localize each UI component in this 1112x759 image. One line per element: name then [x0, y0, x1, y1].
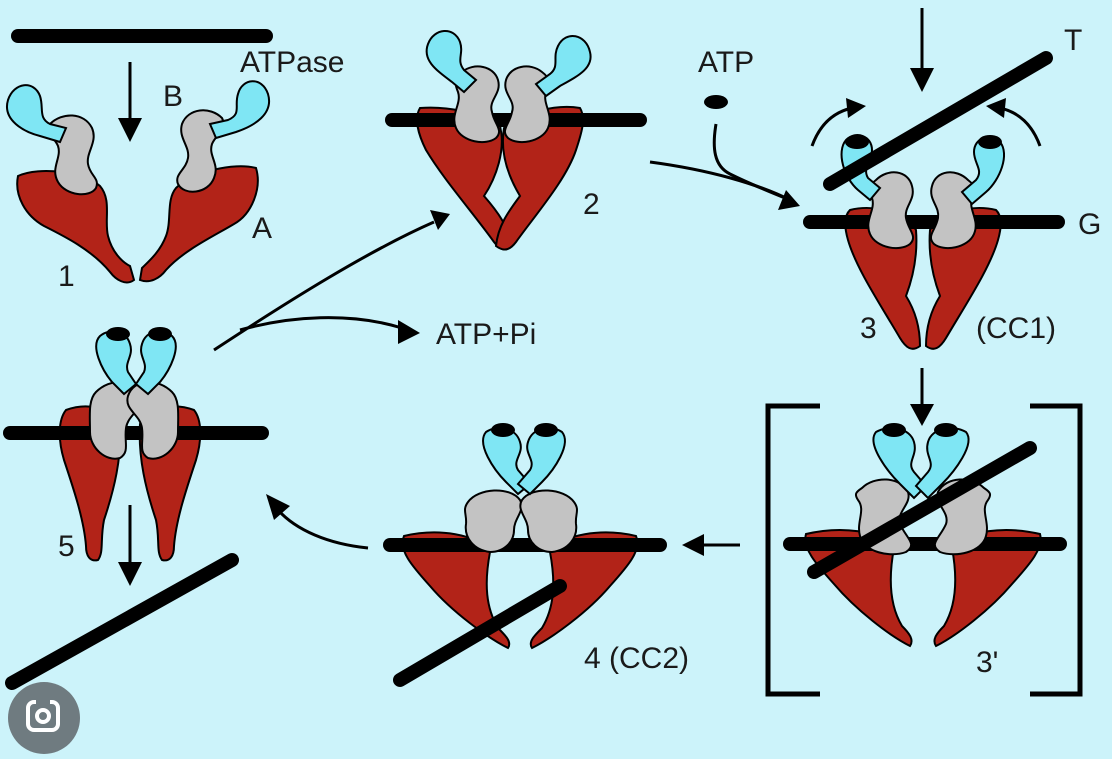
- atp-bound-right: [978, 135, 1002, 149]
- step-2-complex: 2: [385, 30, 647, 251]
- label-g-segment: G: [1078, 208, 1101, 241]
- label-t-segment: T: [1064, 24, 1082, 57]
- head-domain-right: [516, 426, 566, 496]
- arrow-down-1: [118, 118, 142, 142]
- head-domain-left: [6, 84, 68, 144]
- arrow-step5-to-step2: [213, 220, 435, 352]
- step-3-prime-complex: 3': [765, 403, 1083, 697]
- head-domain-right: [134, 330, 177, 396]
- arrow-down-5: [118, 562, 142, 586]
- label-step-3-prime: 3': [976, 646, 998, 679]
- rotation-arrow-right: [999, 106, 1042, 147]
- atp-bound-left: [491, 423, 515, 437]
- label-domain-a: A: [252, 212, 272, 245]
- step-5-complex: 5: [3, 327, 269, 690]
- atpase-domain-left: [16, 170, 136, 284]
- step-4-complex: 4 (CC2): [383, 423, 689, 687]
- atp-bound-right: [934, 423, 958, 437]
- dna-t-released: [5, 553, 239, 690]
- label-step-1: 1: [58, 260, 75, 293]
- label-atp: ATP: [698, 46, 754, 79]
- label-step-2: 2: [583, 188, 600, 221]
- dna-t-segment: [807, 441, 1037, 579]
- label-atpase: ATPase: [240, 46, 345, 79]
- bracket-right: [1030, 403, 1083, 697]
- dna-t-segment: [823, 51, 1053, 191]
- label-step-5: 5: [58, 530, 75, 563]
- arrow-step3p-to-step4: [682, 534, 704, 556]
- linker-domain-right: [929, 171, 977, 250]
- label-step-4-cc2: 4 (CC2): [584, 642, 689, 675]
- head-domain-right: [208, 80, 271, 140]
- label-step-3: 3: [860, 312, 877, 345]
- atpase-cycle-diagram: ATPase B A 1 2 ATP: [3, 8, 1101, 697]
- arrow-atp-pi-release: [239, 316, 403, 332]
- atp-bound-left: [106, 327, 130, 341]
- arrow-step3-to-step3p: [910, 404, 934, 426]
- head-domain-right: [534, 35, 592, 98]
- lens-search-button[interactable]: [8, 682, 80, 754]
- linker-domain-right: [519, 489, 579, 554]
- atpase-domain-right: [138, 165, 259, 283]
- arrow-down-3: [910, 68, 934, 92]
- atp-molecule-dot: [704, 95, 728, 109]
- label-domain-b: B: [163, 80, 183, 113]
- bracket-left: [765, 403, 820, 697]
- linker-domain-right: [126, 381, 180, 460]
- step-1-complex: ATPase B A 1: [6, 29, 345, 293]
- atp-bound-right: [148, 327, 172, 341]
- label-atp-pi: ATP+Pi: [436, 318, 536, 351]
- linker-domain-left: [463, 489, 523, 554]
- atp-molecule: ATP: [698, 46, 791, 202]
- head-domain-left: [425, 30, 478, 94]
- arrow-step4-to-step5: [276, 508, 369, 550]
- arrow-step2-to-step3: [649, 160, 791, 202]
- dna-t-segment: [393, 579, 567, 687]
- atp-binding-arrow: [712, 123, 791, 202]
- label-cc1: (CC1): [976, 312, 1056, 345]
- step-3-complex: T G 3 (CC1): [803, 8, 1101, 350]
- atp-bound-right: [534, 423, 558, 437]
- atp-bound-left: [882, 423, 906, 437]
- lens-search-icon: [26, 696, 60, 732]
- atp-bound-left: [845, 135, 869, 149]
